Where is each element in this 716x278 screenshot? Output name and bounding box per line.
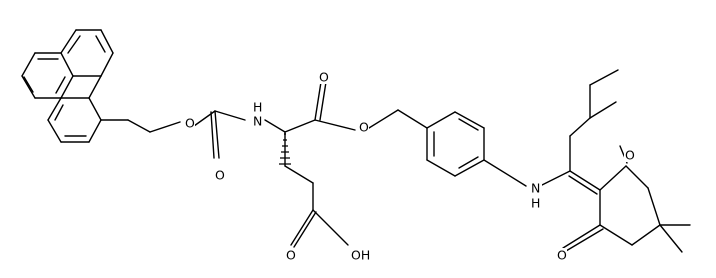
bond-line (569, 170, 601, 191)
bond-line (210, 111, 215, 159)
bond-line (458, 156, 479, 169)
bond-line (562, 224, 601, 249)
bond-line (454, 111, 485, 129)
bond-line (589, 101, 617, 119)
atom-label-nh-n: N (253, 114, 262, 129)
atom-label-ester-o-carbonyl: O (319, 70, 329, 85)
atom-label-carbamate-o: O (215, 168, 225, 183)
bond-line (290, 209, 314, 246)
bond-line (21, 52, 36, 77)
bond-line (599, 165, 627, 191)
bond-line (312, 209, 349, 246)
bond-line (314, 119, 356, 131)
atom-label-amine-n: N (531, 181, 540, 196)
bond-line (47, 119, 62, 143)
bond-line (368, 109, 399, 129)
atom-label-acid-o: O (286, 248, 296, 263)
bond-line (284, 119, 316, 133)
bond-line (100, 29, 114, 54)
bond-line (426, 111, 456, 129)
bond-line (539, 170, 571, 187)
atom-label-ketone-o-top: O (625, 148, 635, 163)
bond-line (569, 117, 591, 137)
bond-line (127, 119, 151, 133)
bond-line (625, 165, 649, 189)
atom-labels: O O H N O O N H O O O OH (184, 70, 635, 263)
bond-line (397, 109, 428, 129)
bond-line (458, 118, 479, 131)
bond-line (88, 119, 102, 143)
bond-line (454, 159, 485, 177)
bond-line (647, 187, 661, 226)
bond-line (95, 35, 106, 53)
bond-line (284, 165, 314, 184)
bond-line (565, 228, 604, 252)
bond-lines (21, 29, 691, 253)
bond-line (659, 224, 683, 253)
bond-line (293, 211, 317, 248)
bond-line (100, 52, 114, 77)
bond-line (149, 121, 181, 133)
bond-line (88, 75, 102, 99)
bond-line (589, 69, 619, 86)
bond-line (54, 104, 64, 121)
bond-line (55, 76, 66, 94)
bond-line (47, 97, 62, 121)
atom-label-nh-h: H (253, 100, 262, 115)
atom-label-ketone-o-bottom: O (557, 248, 567, 263)
bond-line (60, 52, 74, 77)
bond-line (214, 110, 246, 121)
bond-line (568, 175, 598, 195)
bond-line (214, 110, 220, 159)
bond-line (23, 76, 34, 93)
bond-line (264, 119, 286, 133)
bond-line (483, 159, 527, 187)
bond-line (88, 97, 102, 121)
bond-line (631, 224, 661, 246)
bond-line (21, 75, 36, 99)
bond-line (426, 159, 456, 177)
bond-line (599, 224, 633, 246)
stereo-hash-bond (279, 133, 291, 165)
atom-label-ester-o-fmoc: O (185, 116, 195, 131)
bond-line (319, 81, 327, 121)
atom-label-acid-oh: OH (351, 248, 370, 263)
bond-line (60, 75, 74, 99)
bond-line (67, 35, 81, 54)
atom-label-ester-o-link: O (359, 120, 369, 135)
bond-line (60, 29, 77, 54)
bond-line (314, 81, 322, 121)
atom-label-amine-h: H (531, 196, 540, 211)
